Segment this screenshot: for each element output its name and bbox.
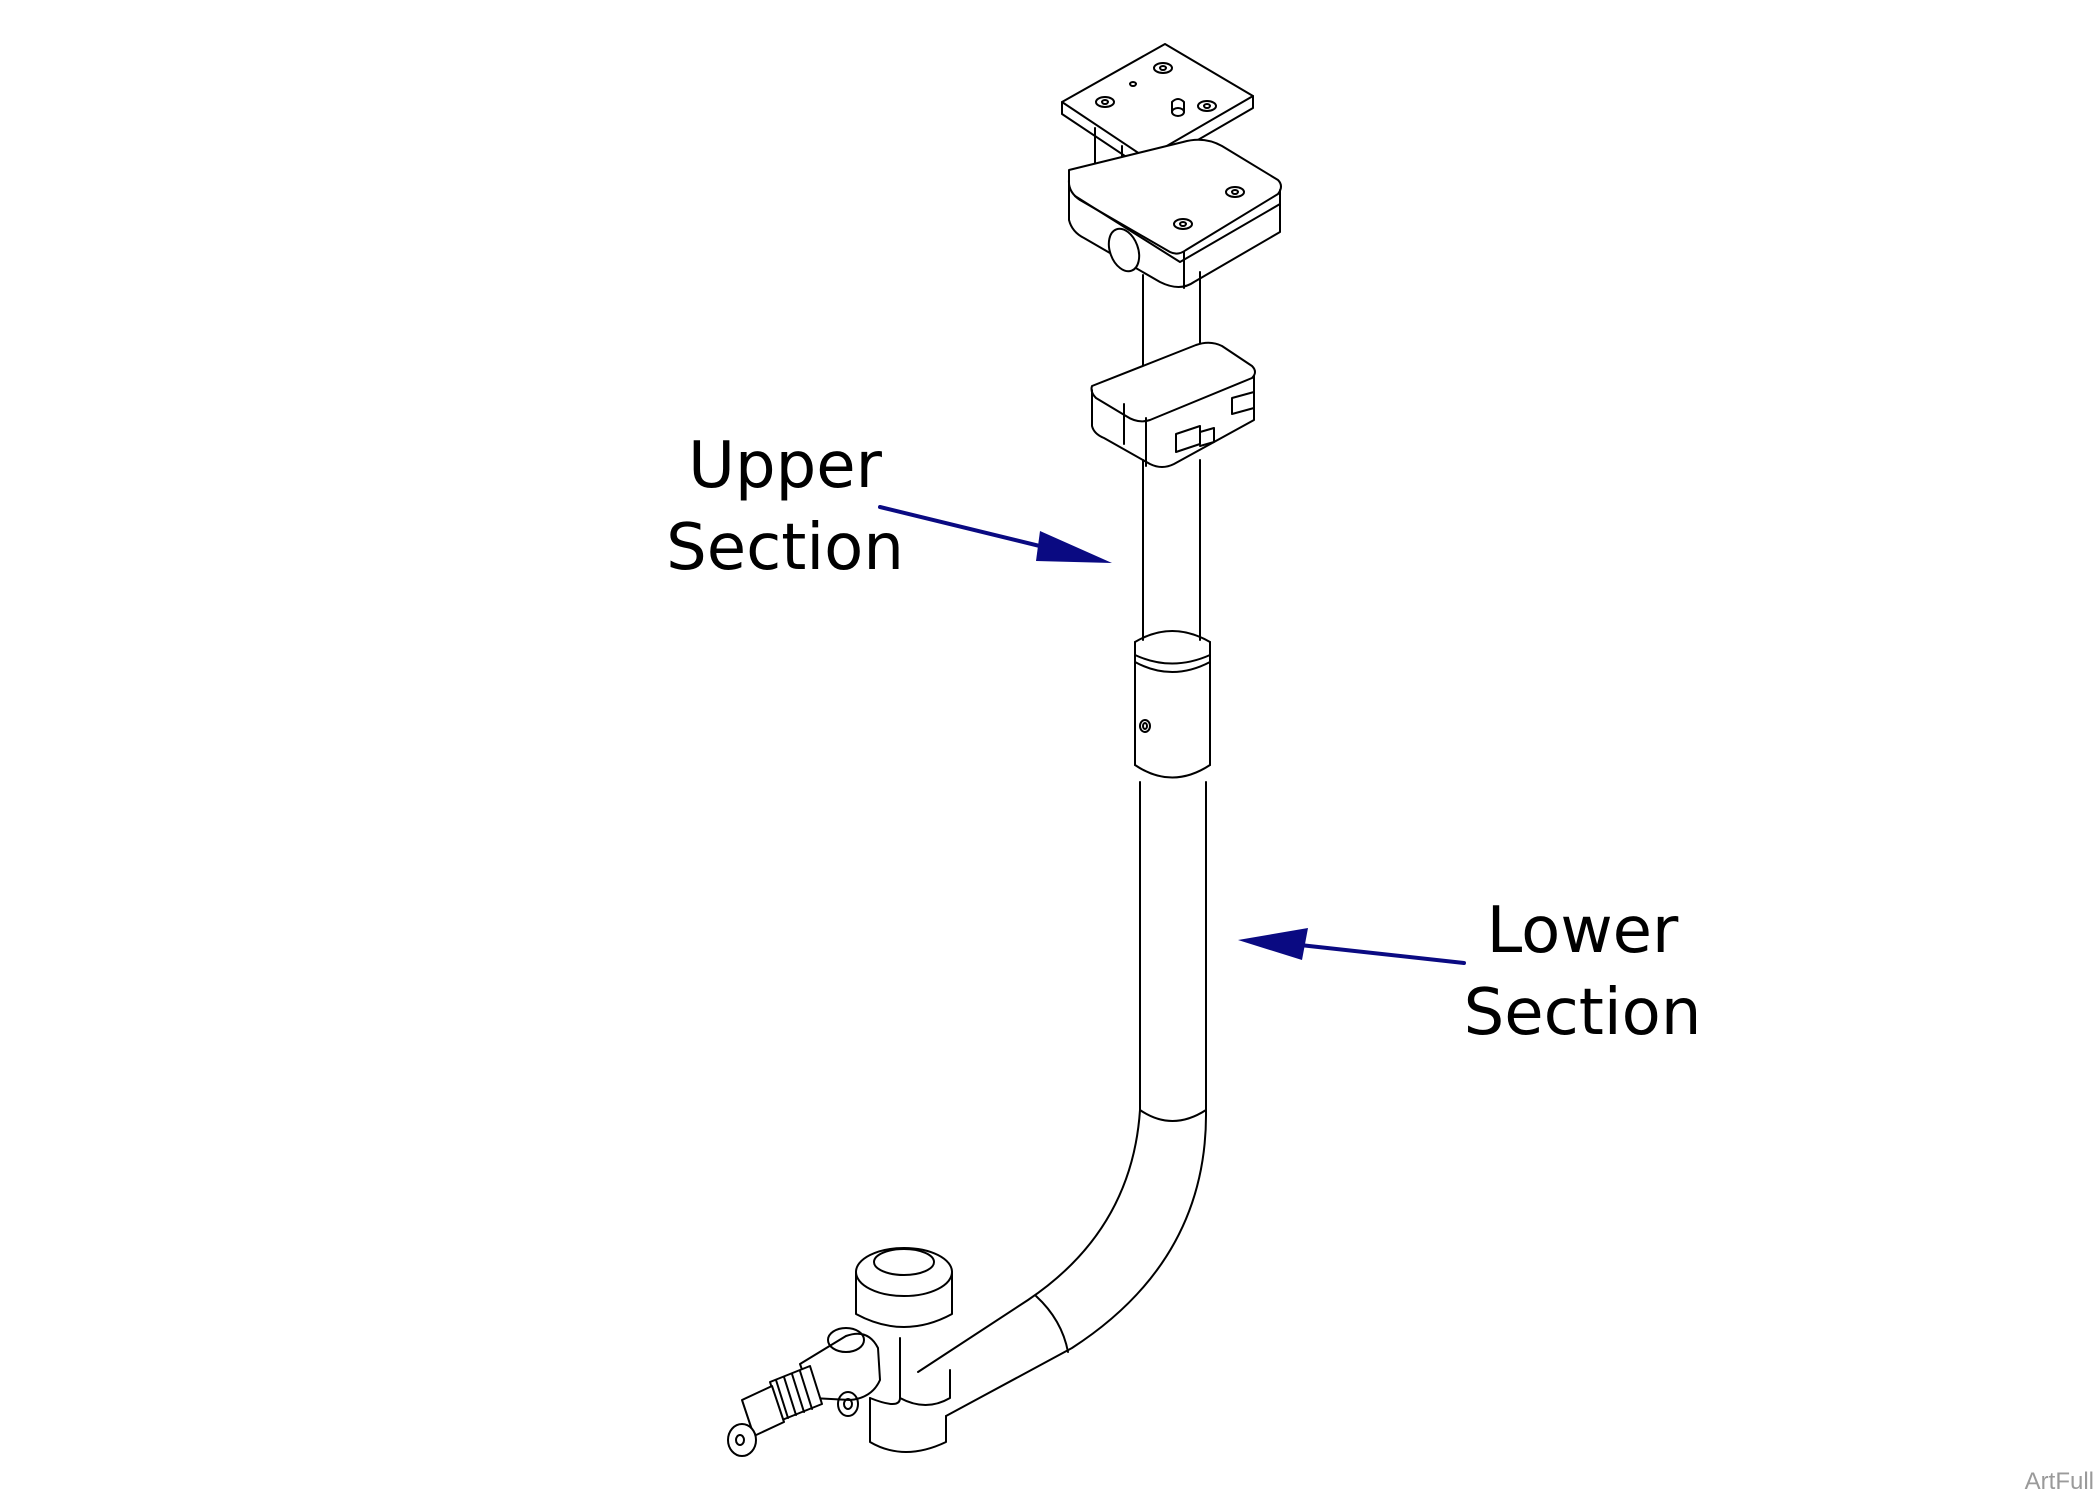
lower-label-line2: Section (1463, 976, 1702, 1050)
knurled-nozzle (727, 1365, 823, 1457)
pole-clamp (1090, 341, 1256, 468)
artfull-watermark: ArtFull (2024, 1468, 2094, 1495)
lower-section-pole (917, 781, 1208, 1417)
coupling-collar (1134, 630, 1211, 779)
lower-section-label: Lower Section (1440, 890, 1725, 1054)
lower-label-line1: Lower (1486, 894, 1679, 968)
swivel-block (1067, 138, 1282, 289)
top-mounting-plate (1061, 43, 1254, 171)
upper-section-label: Upper Section (650, 425, 920, 589)
base-valve-assembly (799, 1247, 953, 1453)
upper-section-arrow (878, 505, 1112, 563)
upper-section-pole (1142, 271, 1201, 641)
lower-section-arrow (1238, 928, 1466, 965)
upper-label-line2: Section (666, 511, 904, 585)
upper-label-line1: Upper (688, 429, 882, 503)
